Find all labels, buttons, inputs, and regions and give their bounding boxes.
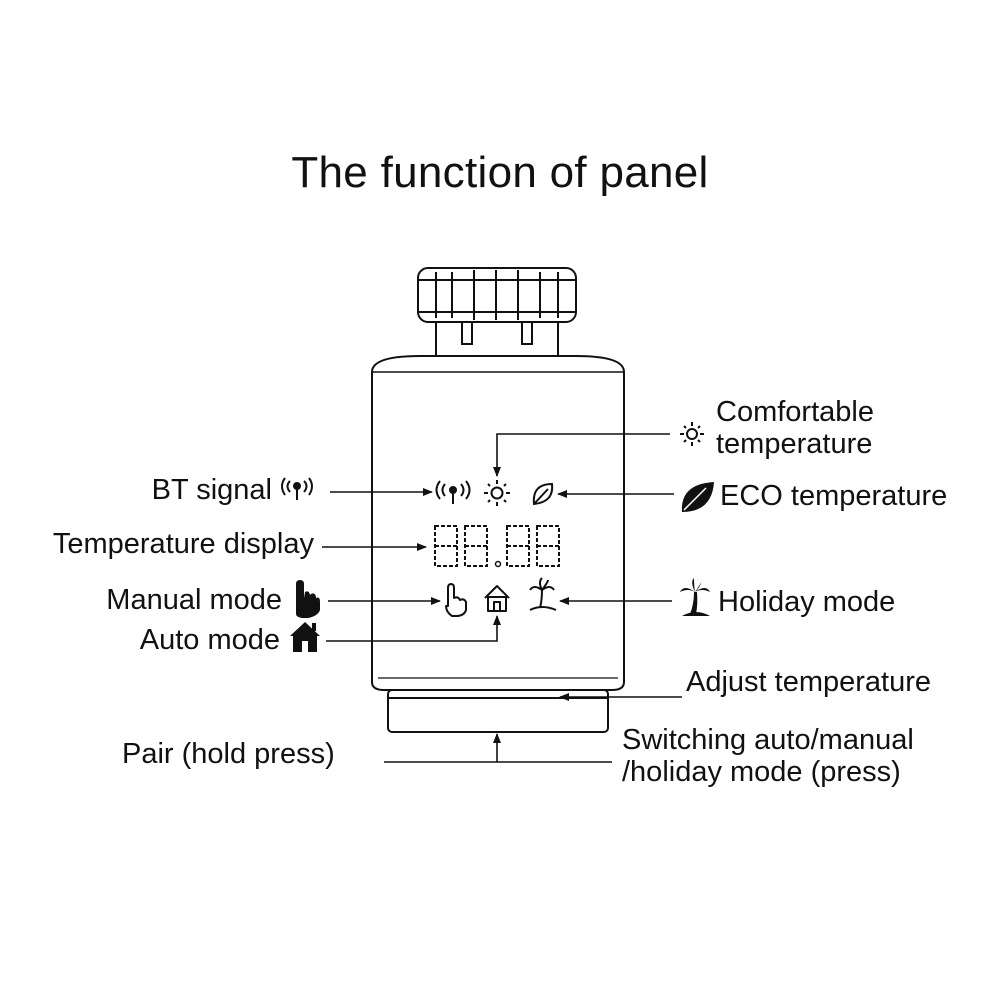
arrow-comfortable [493,433,670,477]
temperature-display-label: Temperature display [52,528,314,560]
adjustment-ring[interactable] [387,689,609,733]
bluetooth-signal-icon [281,477,313,500]
display-digit [434,525,458,567]
panel-sun-icon [484,480,510,506]
adjust-temperature-label: Adjust temperature [686,666,932,698]
panel-palm-tree-icon [529,577,557,611]
house-icon [290,622,320,652]
sun-icon [680,422,704,446]
eco-temperature-label: ECO temperature [720,480,948,512]
comfortable-temperature-label: Comfortable temperature [716,396,874,460]
panel-hand-icon [445,583,467,617]
thermostat-body [371,355,625,691]
display-digit [536,525,560,567]
page-title: The function of panel [291,148,709,197]
bt-signal-label: BT signal [151,474,272,506]
decimal-point [494,560,502,568]
display-digit [464,525,488,567]
panel-bluetooth-signal-icon [435,480,471,504]
switching-mode-label: Switching auto/manual /holiday mode (pre… [622,724,914,788]
palm-tree-icon [680,578,710,616]
leaf-icon [681,482,714,512]
arrow-auto-mode [326,615,501,642]
pair-label: Pair (hold press) [122,738,335,770]
holiday-mode-label: Holiday mode [718,586,896,618]
panel-house-icon [484,585,510,612]
display-digit [506,525,530,567]
hand-icon [296,580,320,618]
thermostat-cap [417,267,577,323]
auto-mode-label: Auto mode [139,624,280,656]
manual-mode-label: Manual mode [106,584,282,616]
thermostat-neck [435,321,559,357]
temperature-display-digits [434,525,560,568]
panel-leaf-icon [532,482,554,506]
